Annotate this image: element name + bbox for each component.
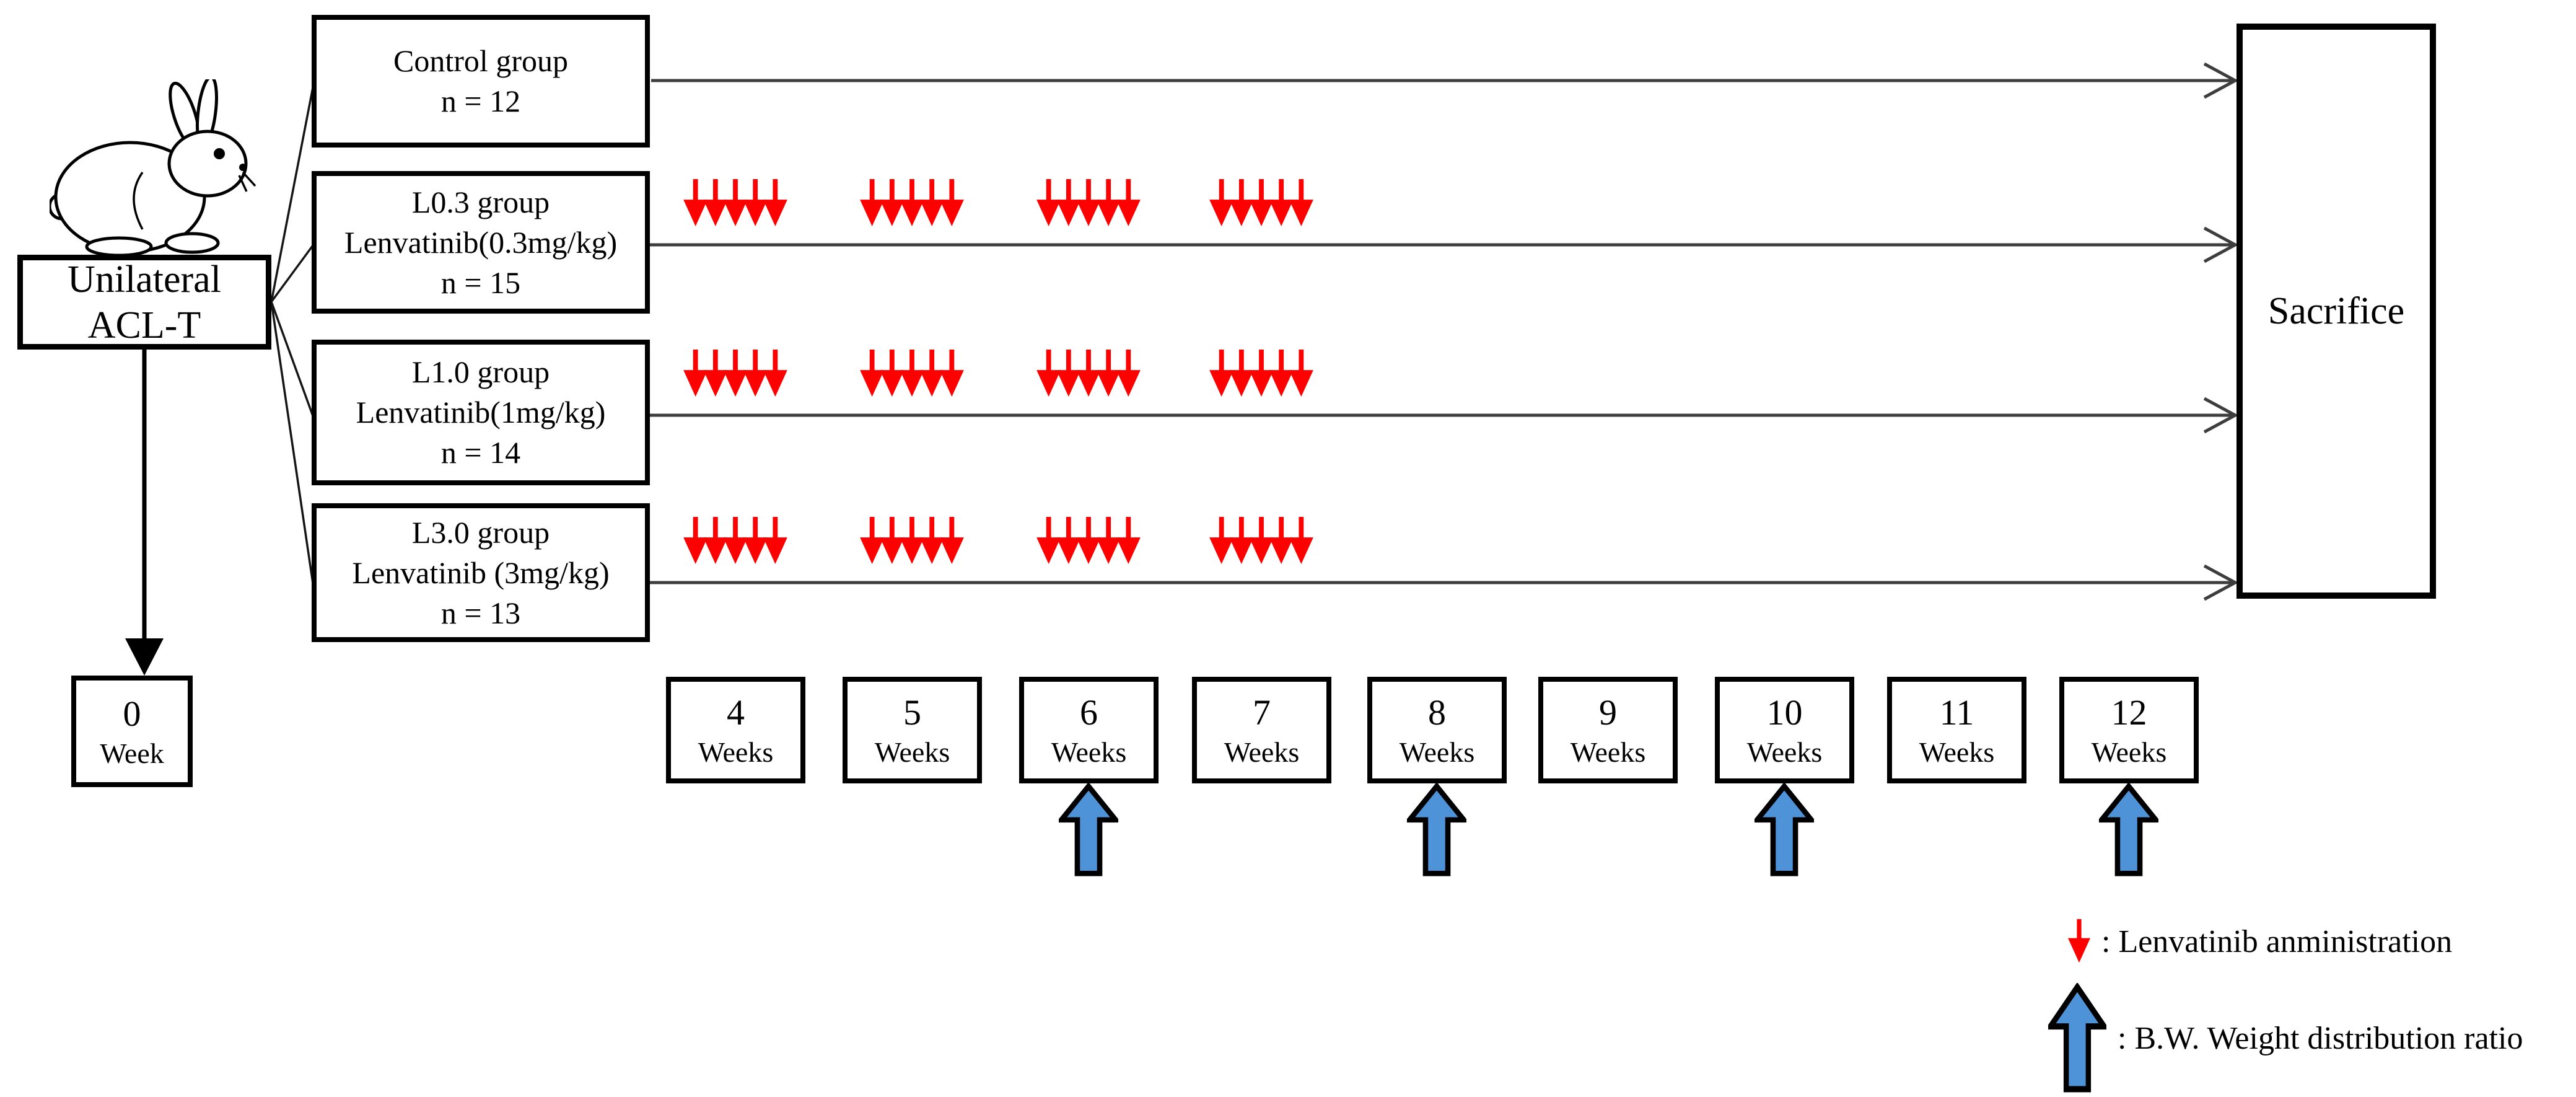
rabbit-head (167, 130, 248, 198)
group-dose: Lenvatinib (3mg/kg) (352, 555, 610, 590)
week-box-6: 6 Weeks (1019, 677, 1159, 783)
legend-item-bw-ratio: : B.W. Weight distribution ratio (2048, 982, 2523, 1095)
root-box-line1: Unilateral (68, 258, 221, 301)
week-unit: Weeks (1224, 736, 1300, 768)
week-box-10: 10 Weeks (1715, 677, 1854, 783)
group-n: n = 14 (440, 435, 521, 470)
week-unit: Week (100, 738, 164, 769)
timeline-arrow-l03 (650, 226, 2239, 263)
rabbit-hind-foot (85, 236, 153, 257)
lenvatinib-arrows-row-l03 (683, 179, 1313, 226)
group-box-l10: L1.0 group Lenvatinib(1mg/kg) n = 14 (312, 340, 650, 485)
group-name: L1.0 group (411, 355, 550, 389)
lenvatinib-arrows-row-l30 (683, 517, 1313, 564)
group-dose: Lenvatinib(1mg/kg) (356, 395, 606, 430)
week-unit: Weeks (2091, 736, 2167, 768)
vertical-arrow-to-week0 (125, 350, 164, 676)
rabbit-illustration (50, 79, 256, 257)
rabbit-front-paw (164, 232, 220, 254)
week-number: 4 (727, 692, 745, 733)
group-n: n = 15 (440, 265, 521, 300)
group-n: n = 13 (440, 595, 521, 630)
week-box-5: 5 Weeks (843, 677, 982, 783)
blue-up-arrow-icon (2048, 983, 2106, 1093)
red-arrow-cluster (1036, 350, 1141, 397)
root-box-line2: ACL-T (87, 304, 201, 346)
rabbit-eye (214, 148, 225, 159)
sacrifice-box: Sacrifice (2236, 24, 2436, 599)
blue-up-arrow (1409, 786, 1463, 874)
week-unit: Weeks (1919, 736, 1995, 768)
rabbit-haunch-line (133, 171, 144, 230)
red-arrow-cluster (683, 517, 787, 564)
sacrifice-label: Sacrifice (2267, 289, 2405, 332)
group-n: n = 12 (440, 84, 521, 118)
week-box-11: 11 Weeks (1887, 677, 2026, 783)
red-arrow-cluster (683, 350, 787, 397)
week-unit: Weeks (1746, 736, 1823, 768)
group-name: Control group (393, 43, 568, 78)
red-arrow-cluster (860, 179, 964, 226)
red-arrow-cluster (860, 517, 964, 564)
blue-up-arrow (1757, 786, 1811, 874)
red-arrow-cluster (1209, 179, 1313, 226)
rabbit-nose (239, 164, 247, 171)
legend-label: : B.W. Weight distribution ratio (2118, 1020, 2523, 1056)
red-arrow-cluster (860, 350, 964, 397)
week-number: 6 (1080, 692, 1098, 733)
week-unit: Weeks (1051, 736, 1127, 768)
week-box-7: 7 Weeks (1192, 677, 1331, 783)
red-arrow-cluster (683, 179, 787, 226)
fan-lines (270, 81, 315, 584)
week-number: 5 (903, 692, 921, 733)
week-number: 11 (1939, 692, 1974, 733)
bw-measurement-arrows (1061, 786, 2155, 874)
week-number: 9 (1599, 692, 1617, 733)
group-box-l03: L0.3 group Lenvatinib(0.3mg/kg) n = 15 (312, 171, 650, 314)
rabbit-whisker (242, 171, 256, 187)
rabbit-whisker (238, 175, 248, 192)
timeline-arrow-l30 (650, 564, 2239, 601)
week-number: 8 (1428, 692, 1446, 733)
timeline-arrow-control (651, 62, 2239, 99)
group-name: L3.0 group (411, 514, 550, 550)
week-unit: Weeks (1570, 736, 1646, 768)
week-number: 7 (1253, 692, 1271, 733)
timeline-arrows (650, 62, 2239, 601)
red-arrow-cluster (1036, 517, 1141, 564)
week-number: 12 (2111, 692, 2147, 733)
week-box-12: 12 Weeks (2059, 677, 2199, 783)
legend-label: : Lenvatinib anministration (2101, 923, 2453, 959)
week-number: 0 (123, 694, 141, 734)
week-unit: Weeks (1399, 736, 1475, 768)
timeline-arrow-l10 (650, 397, 2239, 434)
red-down-arrow-icon (2068, 917, 2090, 966)
blue-up-arrow (1061, 786, 1115, 874)
group-box-l30: L3.0 group Lenvatinib (3mg/kg) n = 13 (312, 503, 650, 642)
group-dose: Lenvatinib(0.3mg/kg) (344, 224, 618, 260)
unilateral-acl-t-box: Unilateral ACL-T (17, 255, 271, 350)
week-box-0: 0 Week (71, 676, 193, 787)
week-box-9: 9 Weeks (1538, 677, 1678, 783)
group-box-control: Control group n = 12 (312, 15, 650, 148)
group-name: L0.3 group (411, 184, 550, 219)
red-arrow-cluster (1209, 517, 1313, 564)
red-arrow-cluster (1036, 179, 1141, 226)
red-arrow-cluster (1209, 350, 1313, 397)
lenvatinib-arrows-row-l10 (683, 350, 1313, 397)
blue-up-arrow (2101, 786, 2155, 874)
week-number: 10 (1766, 692, 1803, 733)
week-unit: Weeks (698, 736, 774, 768)
week-unit: Weeks (874, 736, 950, 768)
week-box-4: 4 Weeks (666, 677, 805, 783)
legend-item-lenvatinib: : Lenvatinib anministration (2068, 915, 2452, 968)
week-box-8: 8 Weeks (1367, 677, 1507, 783)
